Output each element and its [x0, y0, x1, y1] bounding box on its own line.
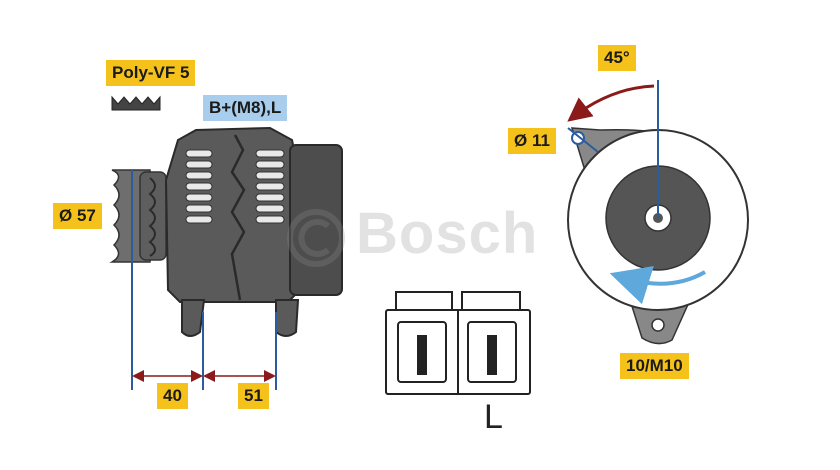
angle-label: 45°	[598, 45, 636, 71]
pulley	[109, 169, 167, 263]
connector-plug	[385, 291, 531, 395]
belt-type-label: Poly-VF 5	[106, 60, 196, 86]
cooling-vents-right	[255, 149, 285, 224]
angle-arrow	[567, 84, 655, 122]
rotation-arrow-icon	[609, 266, 706, 305]
alternator-rear-view	[567, 80, 749, 345]
pulley-diameter-label: Ø 57	[53, 203, 102, 229]
belt-profile-icon	[111, 95, 161, 111]
dimension-40-label: 40	[157, 383, 188, 409]
terminal-label: B+(M8),L	[203, 95, 288, 121]
hole-diameter-label: Ø 11	[508, 128, 556, 154]
mount-axis-line	[567, 127, 599, 153]
alternator-body	[164, 126, 343, 337]
plug-terminal-label: L	[484, 398, 503, 436]
mounting-feet	[181, 299, 300, 337]
dimension-51-label: 51	[238, 383, 269, 409]
watermark-logo	[287, 209, 345, 267]
cooling-vents-left	[185, 149, 213, 224]
mount-thread-label: 10/M10	[620, 353, 689, 379]
watermark-text: Bosch	[356, 201, 539, 266]
